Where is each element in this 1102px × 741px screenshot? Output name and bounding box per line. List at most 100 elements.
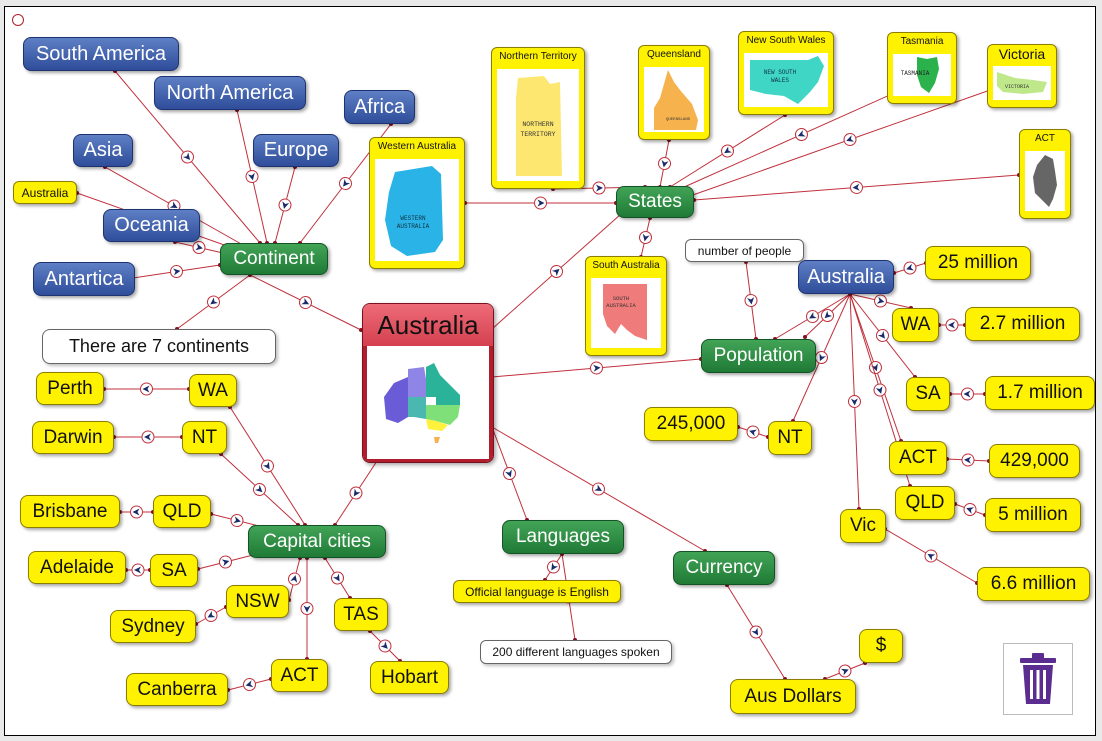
link-arrow-icon[interactable] — [300, 602, 314, 615]
node-capital-adelaide[interactable]: Adelaide — [28, 551, 126, 584]
node-currency[interactable]: Currency — [673, 551, 775, 585]
node-population-australia[interactable]: Australia — [798, 260, 894, 294]
node-population-nt[interactable]: NT — [768, 421, 812, 455]
link-arrow-icon[interactable] — [329, 570, 346, 587]
link-arrow-icon[interactable] — [873, 294, 887, 308]
link-arrow-icon[interactable] — [502, 466, 517, 481]
card-northern-territory[interactable]: Northern Territory NORTHERN TERRITORY — [491, 47, 585, 189]
link-arrow-icon[interactable] — [131, 563, 145, 577]
node-languages[interactable]: Languages — [502, 520, 624, 554]
node-capital-nt[interactable]: NT — [182, 421, 227, 454]
link-arrow-icon[interactable] — [205, 294, 222, 311]
link-arrow-icon[interactable] — [218, 555, 233, 570]
node-capital-qld[interactable]: QLD — [153, 495, 211, 528]
value-population-nt[interactable]: 245,000 — [644, 407, 738, 441]
link-arrow-icon[interactable] — [744, 294, 758, 307]
link-arrow-icon[interactable] — [850, 181, 863, 194]
link-arrow-icon[interactable] — [245, 169, 259, 183]
node-capital-hobart[interactable]: Hobart — [370, 661, 449, 694]
node-population-sa[interactable]: SA — [906, 377, 950, 411]
link-arrow-icon[interactable] — [545, 559, 562, 576]
node-capital-act[interactable]: ACT — [271, 659, 328, 692]
link-arrow-icon[interactable] — [961, 453, 975, 467]
note-seven-continents[interactable]: There are 7 continents — [42, 329, 276, 364]
link-arrow-icon[interactable] — [348, 485, 365, 502]
link-arrow-icon[interactable] — [657, 156, 671, 170]
link-arrow-icon[interactable] — [251, 481, 268, 498]
link-arrow-icon[interactable] — [192, 240, 206, 254]
card-tasmania[interactable]: Tasmania TASMANIA — [887, 32, 957, 104]
central-node-australia[interactable]: Australia — [362, 303, 494, 463]
link-arrow-icon[interactable] — [819, 307, 836, 324]
node-aus-dollars[interactable]: Aus Dollars — [730, 679, 856, 714]
card-new-south-wales[interactable]: New South Wales NEW SOUTH WALES — [738, 31, 834, 115]
node-official-language[interactable]: Official language is English — [453, 580, 621, 603]
node-africa[interactable]: Africa — [344, 90, 415, 124]
value-population-vic[interactable]: 6.6 million — [977, 567, 1090, 601]
node-capital-wa[interactable]: WA — [189, 374, 237, 407]
node-languages-spoken[interactable]: 200 different languages spoken — [480, 640, 672, 664]
node-capital-brisbane[interactable]: Brisbane — [20, 495, 120, 528]
node-australia-continent[interactable]: Australia — [13, 181, 77, 204]
card-act[interactable]: ACT — [1019, 129, 1071, 219]
link-arrow-icon[interactable] — [297, 294, 313, 310]
trash-button[interactable] — [1003, 643, 1073, 715]
link-arrow-icon[interactable] — [868, 360, 883, 375]
node-asia[interactable]: Asia — [73, 134, 133, 167]
link-arrow-icon[interactable] — [814, 350, 830, 366]
link-arrow-icon[interactable] — [872, 382, 887, 397]
node-population-qld[interactable]: QLD — [895, 486, 955, 520]
link-arrow-icon[interactable] — [141, 430, 155, 444]
link-arrow-icon[interactable] — [590, 481, 606, 497]
link-arrow-icon[interactable] — [170, 265, 184, 279]
link-arrow-icon[interactable] — [874, 327, 891, 344]
link-arrow-icon[interactable] — [242, 677, 257, 692]
link-arrow-icon[interactable] — [748, 624, 765, 641]
link-arrow-icon[interactable] — [230, 513, 245, 528]
node-capital-canberra[interactable]: Canberra — [126, 673, 228, 706]
link-arrow-icon[interactable] — [945, 318, 959, 332]
note-number-of-people[interactable]: number of people — [685, 239, 804, 262]
value-population-act[interactable]: 429,000 — [989, 444, 1080, 478]
node-europe[interactable]: Europe — [253, 134, 339, 167]
card-victoria[interactable]: Victoria VICTORIA — [987, 44, 1057, 108]
node-south-america[interactable]: South America — [23, 37, 179, 71]
card-western-australia[interactable]: Western Australia WESTERN AUSTRALIA — [369, 137, 465, 269]
value-population-australia[interactable]: 25 million — [925, 246, 1031, 280]
node-continent[interactable]: Continent — [220, 243, 328, 275]
link-arrow-icon[interactable] — [377, 638, 394, 655]
node-population[interactable]: Population — [701, 339, 816, 373]
link-arrow-icon[interactable] — [923, 548, 939, 564]
link-arrow-icon[interactable] — [592, 181, 606, 195]
node-states[interactable]: States — [616, 186, 694, 218]
node-capital-perth[interactable]: Perth — [36, 372, 104, 405]
node-population-wa[interactable]: WA — [892, 308, 939, 342]
link-arrow-icon[interactable] — [287, 572, 302, 587]
link-arrow-icon[interactable] — [804, 308, 820, 324]
link-arrow-icon[interactable] — [259, 458, 276, 475]
corner-circle-icon[interactable] — [12, 14, 24, 26]
card-south-australia[interactable]: South Australia SOUTH AUSTRALIA — [585, 256, 667, 356]
link-arrow-icon[interactable] — [719, 143, 736, 160]
link-arrow-icon[interactable] — [638, 230, 652, 244]
node-dollar-symbol[interactable]: $ — [859, 629, 903, 663]
link-arrow-icon[interactable] — [203, 607, 219, 623]
value-population-wa[interactable]: 2.7 million — [965, 307, 1080, 341]
link-arrow-icon[interactable] — [837, 663, 853, 679]
value-population-qld[interactable]: 5 million — [985, 498, 1081, 532]
node-population-act[interactable]: ACT — [889, 441, 947, 475]
link-arrow-icon[interactable] — [140, 382, 153, 396]
link-arrow-icon[interactable] — [590, 361, 603, 375]
link-arrow-icon[interactable] — [902, 260, 917, 275]
node-capital-sa[interactable]: SA — [150, 554, 198, 587]
link-arrow-icon[interactable] — [130, 505, 143, 519]
link-arrow-icon[interactable] — [548, 263, 565, 280]
node-capital-tas[interactable]: TAS — [334, 598, 388, 631]
link-arrow-icon[interactable] — [179, 149, 196, 166]
link-arrow-icon[interactable] — [962, 502, 977, 517]
node-oceania[interactable]: Oceania — [103, 209, 200, 242]
link-arrow-icon[interactable] — [534, 196, 547, 210]
node-north-america[interactable]: North America — [154, 76, 306, 110]
link-arrow-icon[interactable] — [278, 198, 293, 213]
link-arrow-icon[interactable] — [794, 127, 810, 143]
